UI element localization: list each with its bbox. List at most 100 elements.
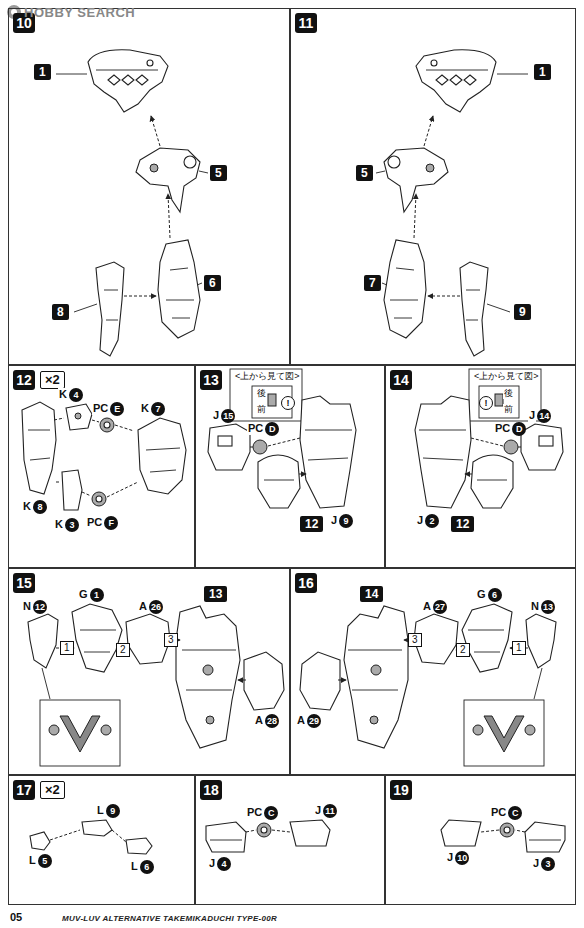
callout-number: 7 (364, 275, 381, 291)
hip-armor-parts (28, 604, 284, 766)
part-letter: A (296, 714, 306, 727)
part-number: 13 (541, 600, 555, 614)
part-number: 28 (265, 714, 279, 728)
part-letter: PC (92, 402, 109, 415)
page-number: 05 (10, 911, 22, 924)
watermark: HOBBY SEARCH (24, 5, 135, 20)
step-number: 13 (200, 370, 222, 390)
callout-number: 9 (514, 304, 531, 320)
view-note: 前 (503, 404, 514, 415)
part-number: 2 (425, 514, 439, 528)
step-number: 19 (390, 780, 412, 800)
part-letter: A (422, 600, 432, 613)
part-number: 3 (65, 518, 79, 532)
part-letter: PC (246, 806, 263, 819)
shoulder-parts (56, 50, 208, 356)
part-number: D (265, 422, 279, 436)
part-letter: J (314, 804, 322, 817)
small-link-parts (30, 820, 152, 854)
part-letter: N (530, 600, 540, 613)
step-panel: 17×2 (8, 775, 195, 905)
view-note: 前 (256, 404, 267, 415)
part-number: 1 (90, 588, 104, 602)
part-number: 10 (455, 851, 469, 865)
quantity-mark: ×2 (40, 781, 65, 799)
view-note: <上から見て図> (234, 371, 301, 382)
step-panel: 10 (8, 8, 290, 365)
part-letter: L (28, 854, 37, 867)
callout-number: 1 (34, 64, 51, 80)
step-number: 16 (295, 573, 317, 593)
part-number: 3 (541, 857, 555, 871)
part-letter: A (254, 714, 264, 727)
part-number: 15 (221, 409, 235, 423)
part-number: 7 (151, 402, 165, 416)
part-letter: L (96, 804, 105, 817)
order-number: 3 (408, 633, 422, 647)
product-name: MUV-LUV ALTERNATIVE TAKEMIKADUCHI TYPE-0… (62, 914, 277, 924)
part-number: 4 (69, 388, 83, 402)
part-number: 4 (217, 857, 231, 871)
quantity-mark: ×2 (40, 371, 65, 389)
part-number: 26 (149, 600, 163, 614)
view-note: 後 (503, 388, 514, 399)
step-panel: 15 (8, 568, 290, 775)
part-letter: J (528, 409, 536, 422)
part-letter: PC (247, 422, 264, 435)
callout-number: 1 (534, 64, 551, 80)
step-panel: 19 (385, 775, 576, 905)
part-letter: J (208, 857, 216, 870)
part-number: D (512, 422, 526, 436)
part-number: 5 (38, 854, 52, 868)
part-number: 11 (323, 804, 337, 818)
part-letter: K (140, 402, 150, 415)
part-letter: J (330, 514, 338, 527)
callout-number: 13 (204, 586, 227, 602)
callout-number: 12 (300, 516, 323, 532)
part-letter: K (58, 388, 68, 401)
part-letter: K (54, 518, 64, 531)
part-letter: PC (86, 516, 103, 529)
step-number: 18 (200, 780, 222, 800)
part-number: F (104, 516, 118, 530)
step-panel: 14 (385, 365, 576, 568)
caution-mark: ! (281, 396, 295, 410)
joint-parts (22, 402, 186, 510)
step-number: 11 (295, 13, 317, 33)
part-number: 9 (106, 804, 120, 818)
callout-number: 5 (210, 165, 227, 181)
part-number: C (264, 806, 278, 820)
order-number: 2 (456, 643, 470, 657)
part-number: 6 (488, 588, 502, 602)
part-number: 6 (140, 860, 154, 874)
step-number: 14 (390, 370, 412, 390)
part-number: 8 (33, 500, 47, 514)
part-number: 9 (339, 514, 353, 528)
step-panel: 11 (290, 8, 576, 365)
callout-number: 14 (360, 586, 383, 602)
step-number: 12 (13, 370, 35, 390)
caution-mark: ! (479, 396, 493, 410)
part-letter: PC (490, 806, 507, 819)
view-note: 後 (256, 388, 267, 399)
part-number: 12 (33, 600, 47, 614)
part-number: 29 (307, 714, 321, 728)
part-letter: J (532, 857, 540, 870)
part-number: 14 (537, 409, 551, 423)
part-number: C (508, 806, 522, 820)
order-number: 2 (116, 643, 130, 657)
callout-number: 5 (356, 165, 373, 181)
order-number: 1 (60, 641, 74, 655)
part-letter: PC (494, 422, 511, 435)
part-letter: K (22, 500, 32, 513)
callout-number: 6 (204, 275, 221, 291)
leg-joint-parts (208, 369, 356, 508)
part-number: 27 (433, 600, 447, 614)
view-note: <上から見て図> (473, 371, 540, 382)
part-letter: N (22, 600, 32, 613)
order-number: 1 (512, 641, 526, 655)
part-letter: G (78, 588, 89, 601)
part-letter: J (212, 409, 220, 422)
step-panel: 18 (195, 775, 385, 905)
